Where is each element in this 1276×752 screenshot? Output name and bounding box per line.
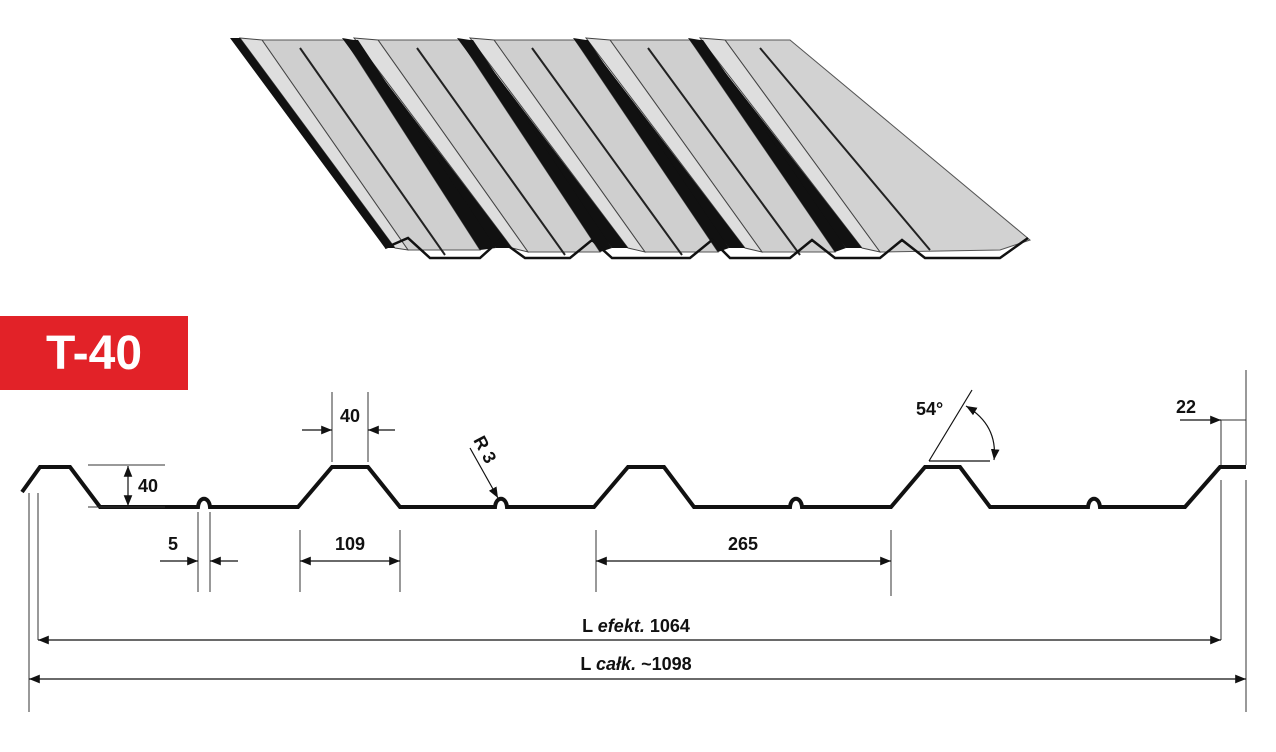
dim-length-total: L całk. ~1098 — [28, 654, 1246, 684]
profile-badge: T-40 — [0, 316, 188, 390]
dim-radius: R 3 — [469, 432, 500, 499]
dim-angle: 54° — [916, 389, 1000, 462]
label-stiffener: 5 — [168, 534, 178, 554]
dim-length-effective: L efekt. 1064 — [38, 616, 1221, 645]
sheet-3d-illustration — [230, 37, 1032, 260]
profile-cross-section — [20, 465, 1246, 509]
dim-edge: 22 — [1176, 397, 1221, 425]
label-length-effective: L efekt. 1064 — [582, 616, 690, 636]
dim-stiffener: 5 — [160, 534, 238, 566]
label-pitch: 265 — [728, 534, 758, 554]
label-base-width: 109 — [335, 534, 365, 554]
label-radius: R 3 — [469, 432, 500, 466]
profile-code: T-40 — [45, 326, 143, 380]
dim-pitch: 265 — [596, 534, 891, 566]
label-height: 40 — [138, 476, 158, 496]
label-angle: 54° — [916, 399, 943, 419]
label-length-total: L całk. ~1098 — [580, 654, 691, 674]
label-edge: 22 — [1176, 397, 1196, 417]
dim-crest-width: 40 — [302, 406, 395, 435]
dim-height: 40 — [123, 466, 158, 506]
label-crest-width: 40 — [340, 406, 360, 426]
dim-base-width: 109 — [300, 534, 400, 566]
